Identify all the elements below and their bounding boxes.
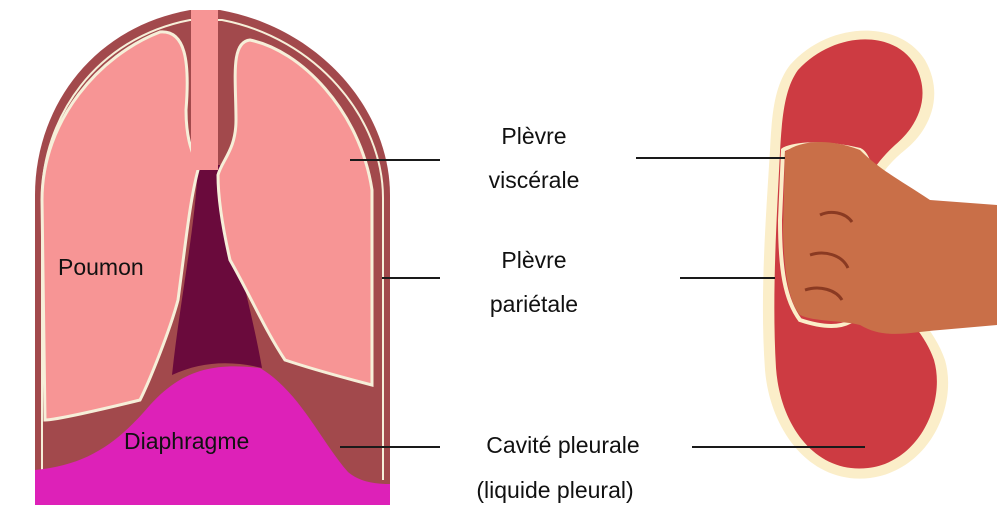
label-cavite-pleurale-2: (liquide pleural) — [476, 477, 633, 503]
balloon-analogy-illustration — [763, 31, 997, 479]
label-diaphragme: Diaphragme — [124, 428, 249, 454]
label-plevre-viscerale-2: viscérale — [489, 167, 580, 193]
label-poumon: Poumon — [58, 254, 144, 280]
label-plevre-viscerale-1: Plèvre — [501, 123, 566, 149]
trachea — [191, 10, 218, 170]
label-plevre-parietale-1: Plèvre — [501, 247, 566, 273]
fist-hand — [783, 142, 997, 334]
label-cavite-pleurale-1: Cavité pleurale — [486, 432, 639, 458]
label-plevre-parietale-2: pariétale — [490, 291, 578, 317]
